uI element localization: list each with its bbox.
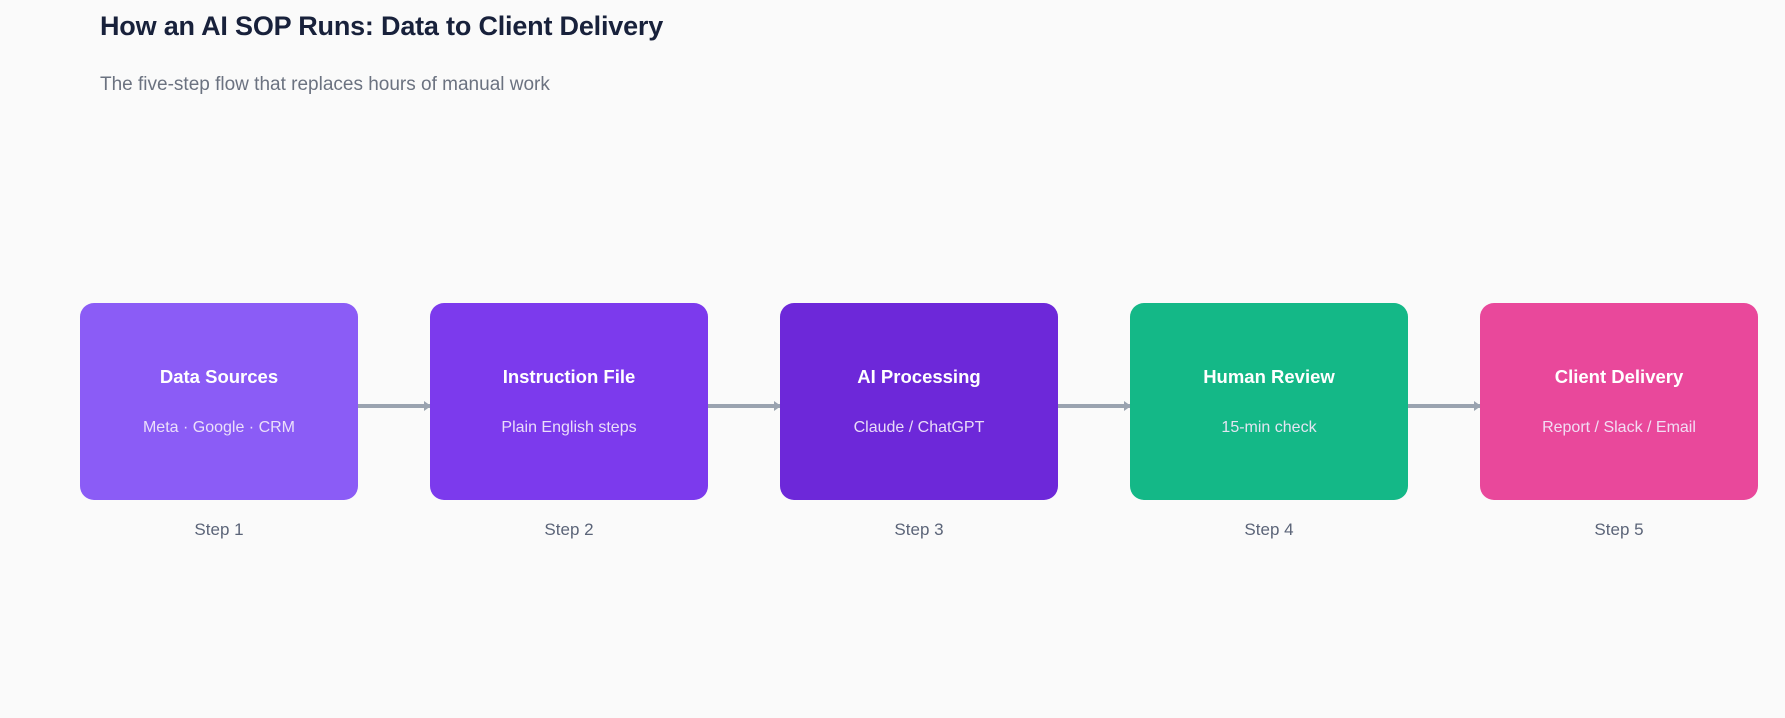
flow-step-subtitle: Meta · Google · CRM (142, 419, 296, 436)
page-title: How an AI SOP Runs: Data to Client Deliv… (100, 11, 664, 41)
flow-step-label: Step 3 (894, 520, 944, 539)
flow-step-subtitle: 15-min check (1221, 419, 1317, 436)
flow-step-title: Data Sources (159, 365, 279, 387)
flow-step-card[interactable]: Human Review 15-min check (1130, 303, 1408, 500)
page-subtitle: The five-step flow that replaces hours o… (100, 74, 550, 95)
header: How an AI SOP Runs: Data to Client Deliv… (100, 0, 663, 96)
arrow-head-icon (1474, 401, 1481, 411)
flow-step-label: Step 4 (1244, 520, 1294, 539)
flow-step-subtitle: Claude / ChatGPT (853, 419, 985, 436)
arrow-head-icon (424, 401, 431, 411)
flow-connector-arrow (358, 401, 431, 411)
flow-step-label: Step 1 (194, 520, 244, 539)
arrow-head-icon (774, 401, 781, 411)
flow-step-title: AI Processing (857, 365, 981, 387)
flow-step-title: Client Delivery (1554, 365, 1684, 387)
flow-connector-arrow (1408, 401, 1481, 411)
flow-connector-arrow (708, 401, 781, 411)
flow-step-subtitle: Report / Slack / Email (1542, 419, 1696, 436)
flow-step-title: Instruction File (502, 365, 636, 387)
arrow-head-icon (1124, 401, 1131, 411)
flow-step-label: Step 2 (544, 520, 594, 539)
flow-step-subtitle: Plain English steps (501, 419, 637, 436)
flow-step-title: Human Review (1203, 365, 1335, 387)
flow-step-label: Step 5 (1594, 520, 1644, 539)
flow-connector-arrow (1058, 401, 1131, 411)
